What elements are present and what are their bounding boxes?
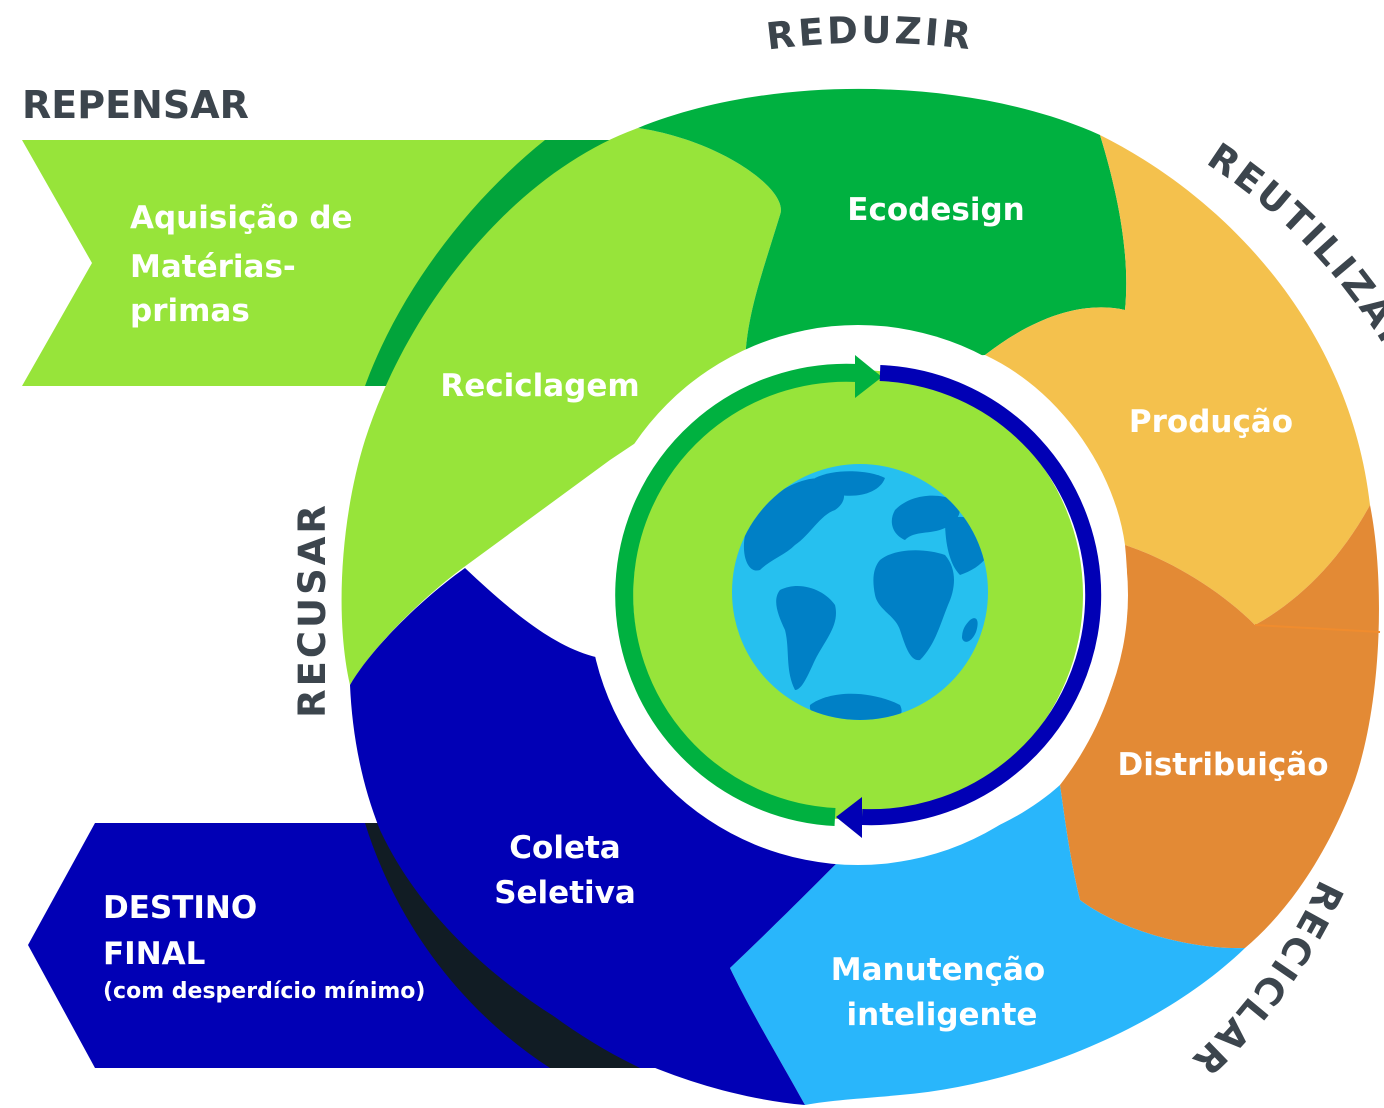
segment-producao bbox=[985, 135, 1370, 625]
segment-coleta bbox=[350, 568, 840, 1105]
circular-arrows-icon bbox=[615, 355, 1102, 838]
raw-materials-line-3: primas bbox=[130, 293, 250, 329]
reduzir-word: REDUZIR bbox=[764, 9, 976, 59]
globe-icon bbox=[732, 464, 988, 720]
segment-seam bbox=[1254, 624, 1381, 633]
globe-greenland bbox=[815, 471, 885, 496]
globe-africa bbox=[873, 550, 954, 661]
blue-arrowhead bbox=[836, 797, 862, 838]
green-cycle-arrow bbox=[615, 363, 859, 826]
blue-cycle-arrow bbox=[861, 365, 1102, 826]
final-destination-line-2: FINAL bbox=[103, 936, 205, 972]
repensar-word: REPENSAR bbox=[22, 83, 249, 127]
coleta-label-line-2: Seletiva bbox=[494, 875, 636, 911]
producao-label: Produção bbox=[1129, 404, 1293, 440]
manutencao-label-line-2: inteligente bbox=[847, 997, 1038, 1033]
globe-south-america bbox=[776, 585, 836, 690]
segment-reciclagem bbox=[341, 128, 781, 685]
segment-distribuicao bbox=[1060, 505, 1379, 949]
cycle-ring bbox=[341, 88, 1381, 1105]
ecodesign-label: Ecodesign bbox=[847, 192, 1024, 228]
final-destination-note: (com desperdício mínimo) bbox=[103, 979, 425, 1004]
green-arrowhead bbox=[855, 355, 882, 398]
recusar-word: RECUSAR bbox=[291, 502, 334, 718]
globe-europe bbox=[891, 495, 960, 540]
distribuicao-label: Distribuição bbox=[1117, 747, 1328, 783]
raw-materials-line-2: Matérias- bbox=[130, 249, 296, 285]
segment-manutencao bbox=[730, 785, 1245, 1105]
segment-ecodesign bbox=[638, 88, 1127, 370]
reciclagem-label: Reciclagem bbox=[440, 368, 639, 404]
final-destination-line-1: DESTINO bbox=[103, 890, 257, 926]
globe-madagascar bbox=[962, 618, 978, 642]
raw-materials-line-1: Aquisição de bbox=[130, 200, 353, 236]
reduzir-word-text: REDUZIR bbox=[764, 9, 973, 59]
raw-materials-arrow-shadow bbox=[365, 140, 610, 386]
manutencao-label-line-1: Manutenção bbox=[831, 952, 1045, 988]
coleta-label-line-1: Coleta bbox=[509, 830, 620, 866]
